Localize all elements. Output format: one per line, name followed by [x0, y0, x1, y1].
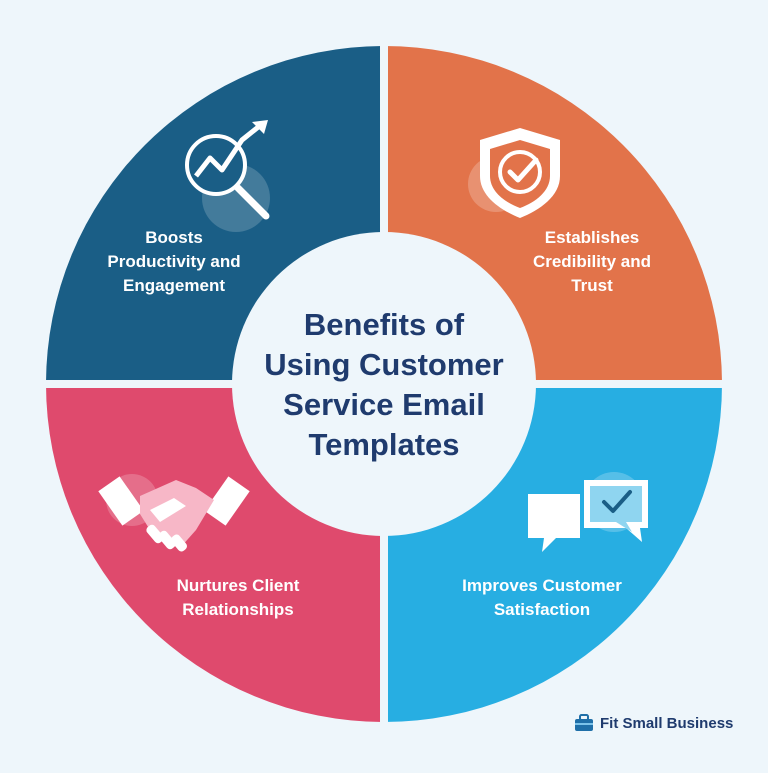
quadrant-label-top-left: Boosts Productivity and Engagement: [107, 228, 241, 295]
shield-check-icon: [468, 128, 560, 218]
quadrant-label-bottom-right: Improves Customer Satisfaction: [462, 576, 622, 619]
chat-bubbles-check-icon: [528, 472, 648, 552]
diagram-title: Benefits of Using Customer Service Email…: [264, 307, 504, 462]
brand-name: Fit Small Business: [600, 714, 734, 732]
briefcase-icon: [575, 714, 593, 731]
quadrant-label-top-right: Establishes Credibility and Trust: [532, 228, 652, 295]
center-circle: [232, 232, 536, 536]
quadrant-label-bottom-left: Nurtures Client Relationships: [176, 576, 300, 619]
growth-chart-magnifier-icon: [185, 120, 270, 232]
brand-logo: Fit Small Business: [574, 712, 733, 734]
handshake-icon: [98, 474, 250, 552]
